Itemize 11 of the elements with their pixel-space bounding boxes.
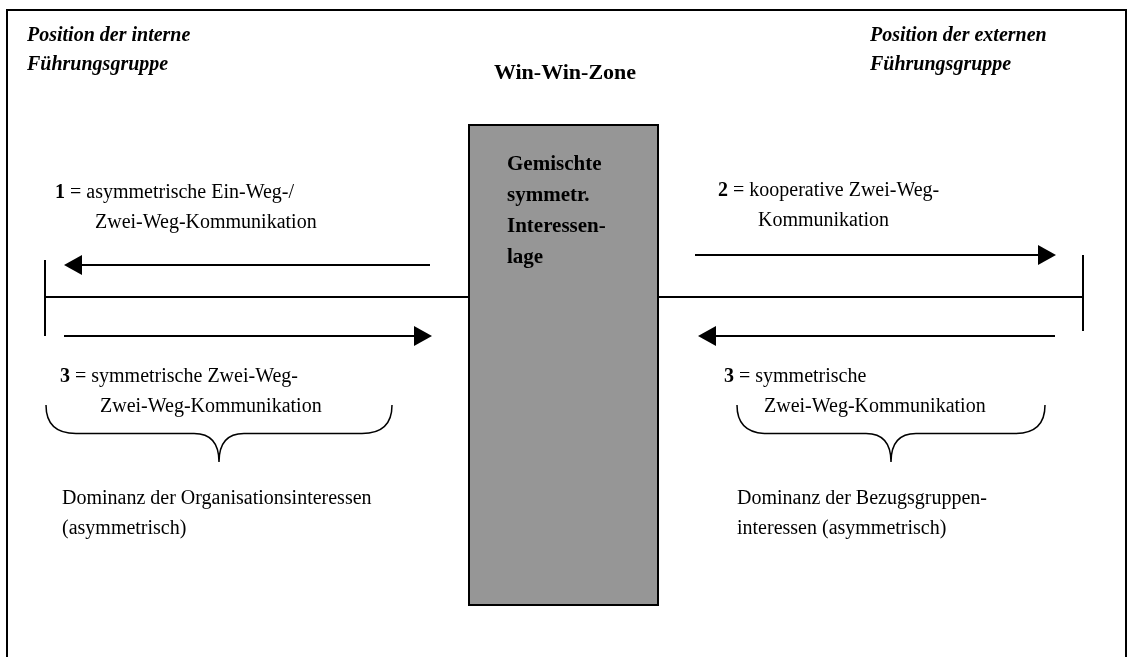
group-heading: Position der externen Führungsgruppe [870,22,1048,77]
group-heading: Position der interne Führungsgruppe [27,22,192,77]
brace-caption: Dominanz der Bezugsgruppen- interessen (asymmetrisch) [737,485,988,541]
zone-title: Win-Win-Zone [492,58,638,86]
brace-caption: Dominanz der Organisationsinteressen (asymmetrisch) [62,485,373,541]
zone-text: Gemischte symmetr. Interessen- lage [507,150,607,270]
arrow-caption: 3 = symmetrische Zwei-Weg- Zwei-Weg-Kommunikation [60,363,323,419]
zone-box [468,124,659,606]
arrow-caption: 1 = asymmetrische Ein-Weg-/ Zwei-Weg-Kommunikation [55,179,318,235]
arrow-caption: 3 = symmetrische Zwei-Weg-Kommunikation [724,363,987,419]
arrow-caption: 2 = kooperative Zwei-Weg- Kommunikation [718,177,941,232]
